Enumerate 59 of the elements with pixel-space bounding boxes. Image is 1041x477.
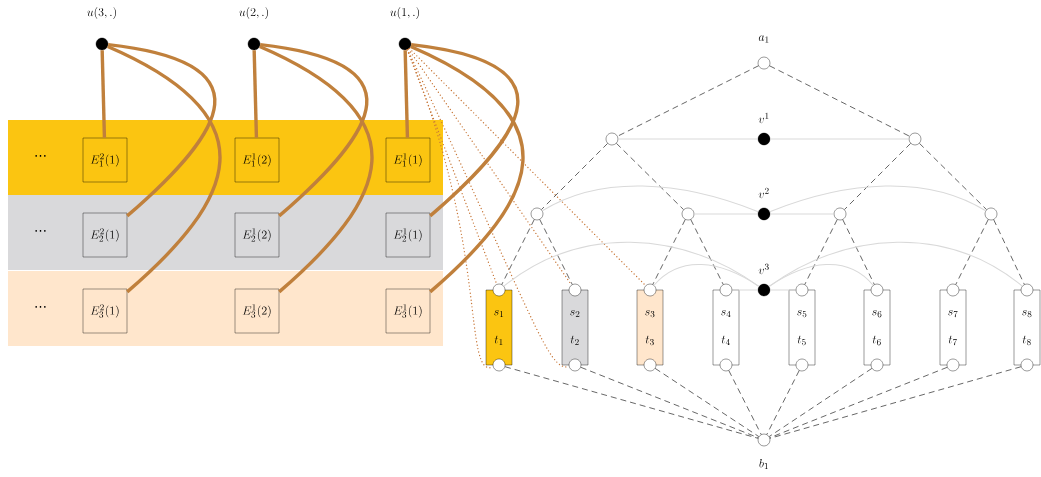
connector <box>541 185 759 213</box>
connector <box>652 219 686 285</box>
node-label: $a_1$ <box>758 35 769 43</box>
formula-box: $E_3^1(1)$ <box>385 288 431 334</box>
node-label: $u(2,.)$ <box>239 7 268 19</box>
connector <box>406 49 494 368</box>
connector <box>844 143 911 210</box>
node-label: $v^2$ <box>758 187 769 199</box>
connector <box>768 368 873 437</box>
formula-box: $E_2^1(1)$ <box>385 212 431 258</box>
leaf-box: $s_3$ $t_3$ <box>636 289 664 366</box>
node-label: $u(1,.)$ <box>390 7 419 19</box>
connector <box>107 43 217 218</box>
connector <box>769 185 987 213</box>
leaf-box: $s_2$ $t_2$ <box>561 289 589 366</box>
connector <box>769 65 910 137</box>
node-label: $v^3$ <box>758 263 769 275</box>
connector <box>955 219 989 285</box>
connector <box>504 366 759 439</box>
connector <box>842 219 875 285</box>
formula-box: $E_1^2(1)$ <box>82 137 128 183</box>
connector <box>690 219 724 285</box>
connector <box>407 48 573 286</box>
connector <box>616 143 684 210</box>
connector <box>410 43 520 218</box>
connector <box>728 370 762 435</box>
connector <box>731 289 759 291</box>
formula-box: $E_1^1(2)$ <box>234 137 280 183</box>
connector <box>769 366 1022 439</box>
formula-box: $E_2^1(2)$ <box>234 212 280 258</box>
connector <box>408 47 647 287</box>
connector <box>252 50 259 138</box>
connector <box>100 50 107 138</box>
connector <box>409 44 525 294</box>
connector <box>258 44 374 294</box>
node-label: $b_1$ <box>759 458 768 470</box>
connector <box>768 241 1023 287</box>
leaf-box: $s_1$ $t_1$ <box>485 289 513 366</box>
connector <box>403 50 410 138</box>
connector <box>804 219 838 285</box>
connector <box>766 370 800 435</box>
connector <box>617 65 759 137</box>
connector <box>580 367 759 439</box>
formula-box: $E_2^2(1)$ <box>82 212 128 258</box>
connector <box>539 219 573 285</box>
connector <box>501 219 535 285</box>
connector <box>653 264 760 287</box>
connector <box>919 143 987 210</box>
connector <box>106 44 222 294</box>
connector <box>993 219 1025 285</box>
node-label: $u(3,.)$ <box>87 7 116 19</box>
formula-box: $E_3^2(1)$ <box>82 288 128 334</box>
node-label: $v^1$ <box>758 112 769 124</box>
formula-box: $E_3^1(2)$ <box>234 288 280 334</box>
connector <box>654 368 760 437</box>
formula-box: $E_1^1(1)$ <box>385 137 431 183</box>
connector <box>259 43 369 218</box>
connector <box>541 143 608 210</box>
connector <box>769 289 797 291</box>
